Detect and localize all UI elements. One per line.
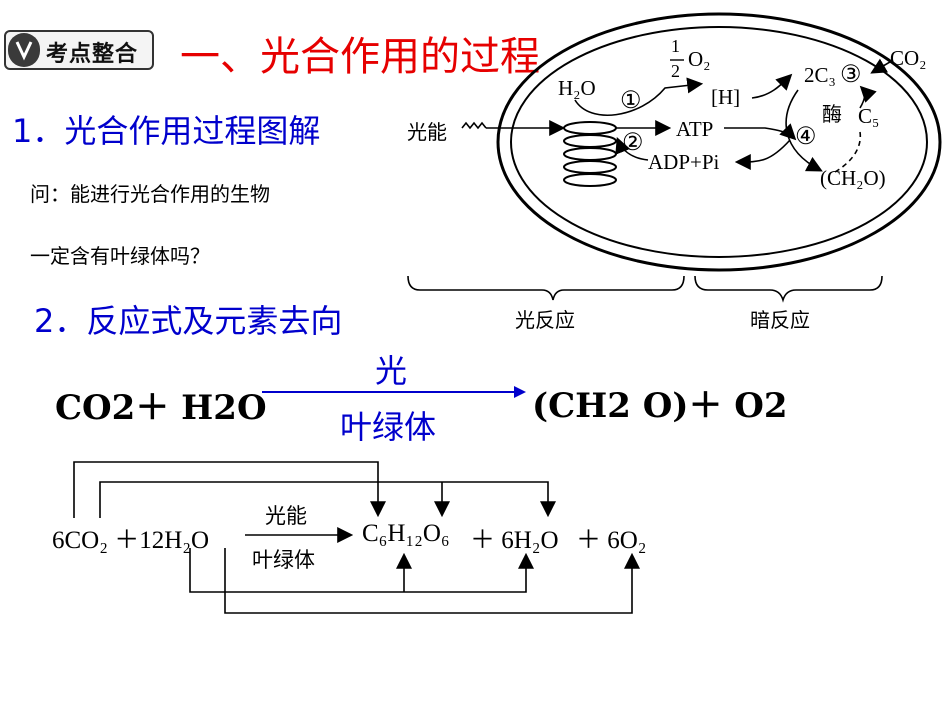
- equation1-condition-chloroplast: 叶绿体: [340, 408, 437, 446]
- atp-label: ATP: [676, 117, 714, 141]
- atp-to-calvin-arrow: [724, 123, 797, 141]
- section2-heading: 2．反应式及元素去向: [34, 302, 343, 340]
- adp-to-thylakoid-arrow: [615, 137, 649, 161]
- enzyme-label: 酶: [822, 102, 842, 126]
- ch2o-label: (CH₂O): [820, 166, 886, 190]
- equation1-condition-light: 光: [375, 352, 408, 390]
- equation1-products: (CH2 O)＋ O2: [532, 386, 788, 426]
- light-reaction-label: 光反应: [515, 308, 575, 332]
- hydrogen-label: [H]: [711, 85, 741, 109]
- step-3-marker: ③: [840, 62, 862, 88]
- c3-to-ch2o-arc: [785, 89, 823, 172]
- c5-to-c3-arc: [859, 85, 877, 109]
- adp-label: ADP+Pi: [648, 150, 720, 174]
- c3-label: 2C₃: [804, 63, 836, 87]
- equation2-condition-light: 光能: [265, 504, 307, 528]
- light-wave: [461, 121, 487, 130]
- co2-to-products-line: [99, 481, 556, 518]
- light-energy-label: 光能: [407, 120, 447, 144]
- question-line-1: 问：能进行光合作用的生物: [30, 182, 270, 206]
- h2o-to-oxygen-line: [224, 548, 640, 614]
- dark-reaction-label: 暗反应: [750, 308, 810, 332]
- equation2-reactants: 6CO₂ ＋12H₂O: [52, 527, 210, 554]
- chloroplast-inner-membrane: [510, 26, 928, 258]
- ch2o-to-c5-arc: [834, 131, 862, 173]
- equation1-arrow: [262, 386, 526, 398]
- water-label: H₂O: [558, 76, 596, 100]
- oxygen-label: O₂: [688, 47, 711, 71]
- question-line-2: 一定含有叶绿体吗？: [30, 244, 210, 268]
- fraction-numerator: 1: [671, 36, 680, 56]
- adp-return-arrow: [734, 139, 791, 170]
- equation2-glucose: C₆H₁₂O₆: [362, 520, 450, 547]
- light-reaction-brace: [407, 275, 685, 301]
- equation2-water: ＋ 6H₂O: [470, 527, 559, 554]
- section1-heading: 1．光合作用过程图解: [12, 112, 321, 150]
- thylakoid-stack: [563, 121, 617, 187]
- step-1-marker: ①: [620, 88, 642, 114]
- badge-label: 考点整合: [46, 42, 139, 67]
- equation1-reactants: CO2＋ H2O: [55, 388, 267, 428]
- chevron-down-icon: [8, 33, 40, 67]
- dark-reaction-brace: [694, 275, 883, 303]
- step-2-marker: ②: [622, 130, 644, 156]
- hydrogen-arrow: [751, 73, 793, 99]
- water-split-arrow: [574, 77, 704, 116]
- c5-label: C₅: [858, 104, 880, 128]
- step-4-marker: ④: [795, 124, 817, 150]
- co2-arrow: [870, 58, 891, 74]
- fraction-denominator: 2: [671, 61, 680, 81]
- co2-label: CO₂: [890, 46, 927, 70]
- equation2-condition-chloroplast: 叶绿体: [252, 548, 315, 572]
- chloroplast-outer-membrane: [496, 12, 942, 272]
- h2o-hydrogen-line: [189, 548, 534, 593]
- equation2-oxygen: ＋ 6O₂: [576, 527, 647, 554]
- co2-to-glucose-line: [73, 461, 386, 518]
- page-title: 一、光合作用的过程: [180, 34, 540, 80]
